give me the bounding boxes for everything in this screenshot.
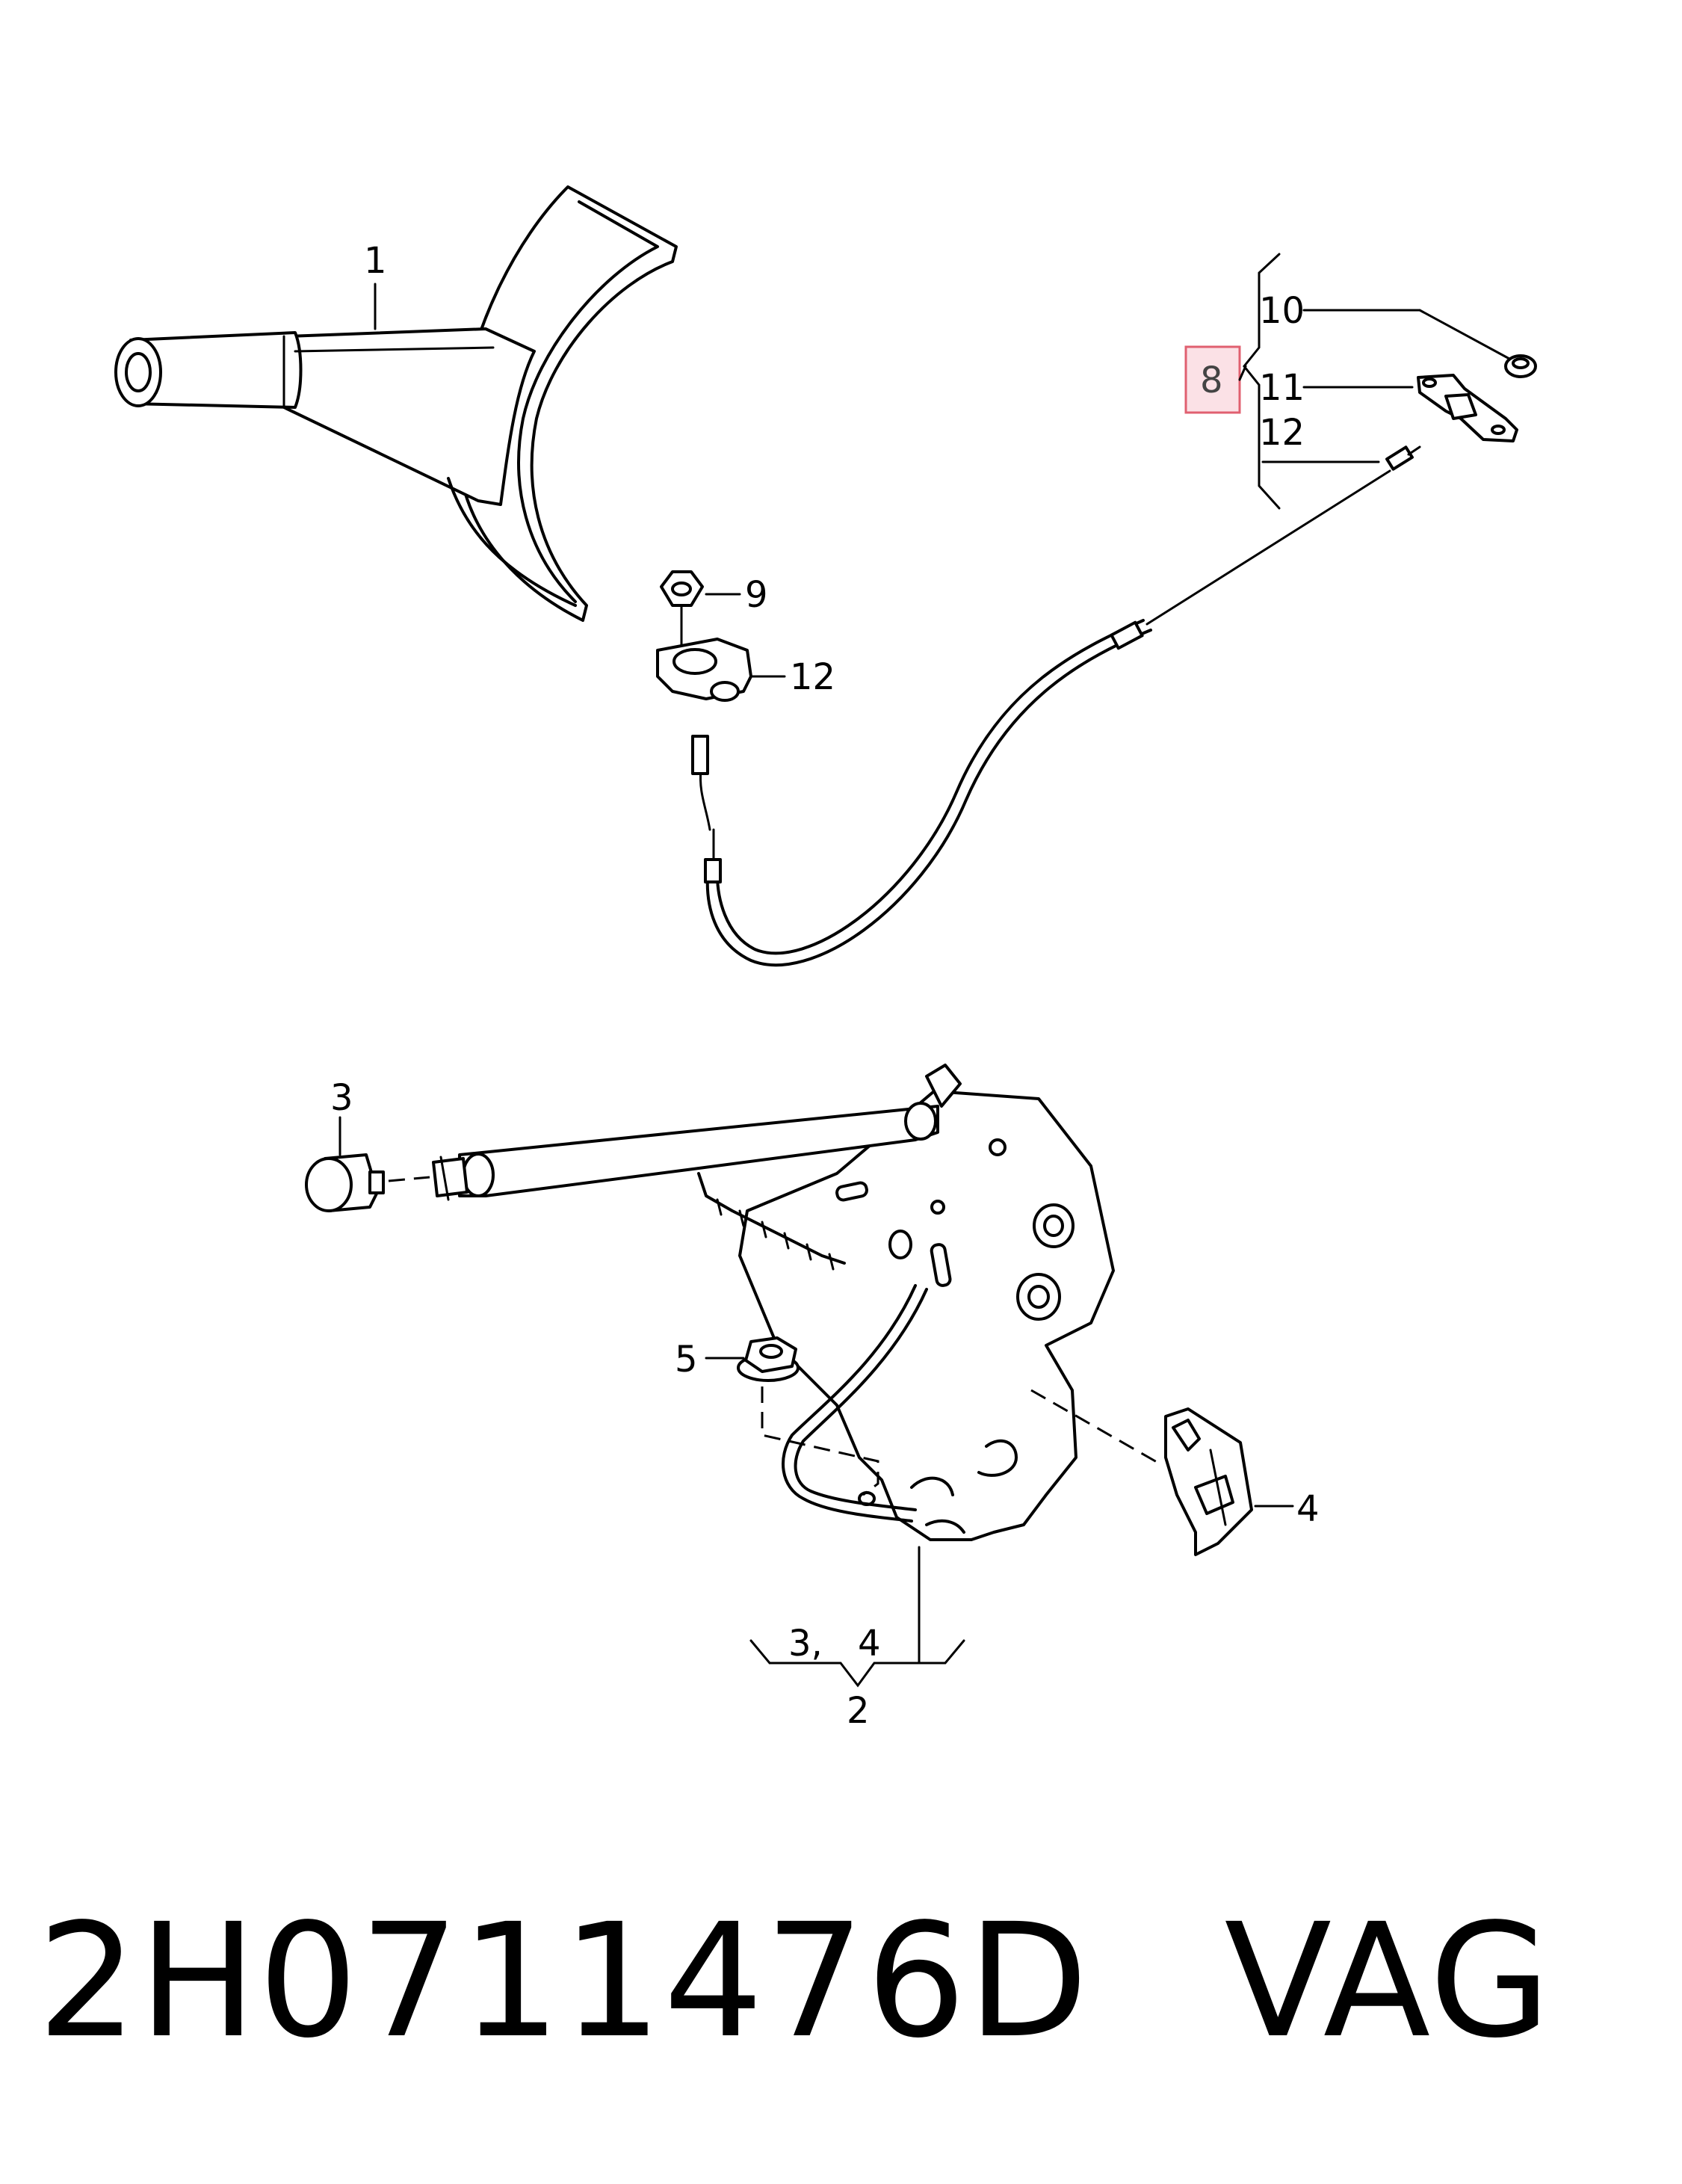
leader-10b xyxy=(1418,309,1511,360)
part-1-lever-grip xyxy=(114,185,678,622)
callout-9: 9 xyxy=(745,574,768,616)
brand-name: VAG xyxy=(1224,1889,1553,2073)
part-number: 2H0711476D xyxy=(37,1889,1090,2073)
callout-1: 1 xyxy=(364,240,387,282)
leader-3-dashed xyxy=(388,1176,430,1182)
part-9-nut xyxy=(660,570,704,607)
highlight-box-8 xyxy=(1184,345,1241,414)
callout-3-group: 3, xyxy=(788,1623,823,1665)
callout-12-mid: 12 xyxy=(790,656,835,698)
group-bracket-2 xyxy=(749,1639,965,1688)
callout-8: 8 xyxy=(1200,360,1223,401)
callout-3-top: 3 xyxy=(330,1077,353,1119)
callout-11: 11 xyxy=(1259,367,1305,409)
leader-5-dashed xyxy=(761,1386,879,1496)
callout-12-top: 12 xyxy=(1259,412,1305,454)
part-5-flange-nut xyxy=(737,1336,800,1382)
part-12-grommet xyxy=(656,638,752,702)
callout-4-right: 4 xyxy=(1296,1488,1320,1530)
callout-5: 5 xyxy=(675,1339,698,1381)
part-11-equalizer-bracket xyxy=(1417,374,1518,442)
callout-10: 10 xyxy=(1259,290,1305,332)
part-4-clip xyxy=(1164,1407,1253,1556)
callout-4-group: 4 xyxy=(858,1623,881,1665)
callout-2: 2 xyxy=(847,1690,870,1732)
part-2-lever-assembly xyxy=(432,1064,1115,1541)
part-number-caption: 2H0711476D VAG xyxy=(37,1890,1552,2073)
part-10-nut xyxy=(1504,354,1537,378)
group-bracket-8 xyxy=(1243,253,1281,510)
part-3-end-cap xyxy=(305,1153,385,1212)
part-8-brake-cable xyxy=(691,445,1421,967)
